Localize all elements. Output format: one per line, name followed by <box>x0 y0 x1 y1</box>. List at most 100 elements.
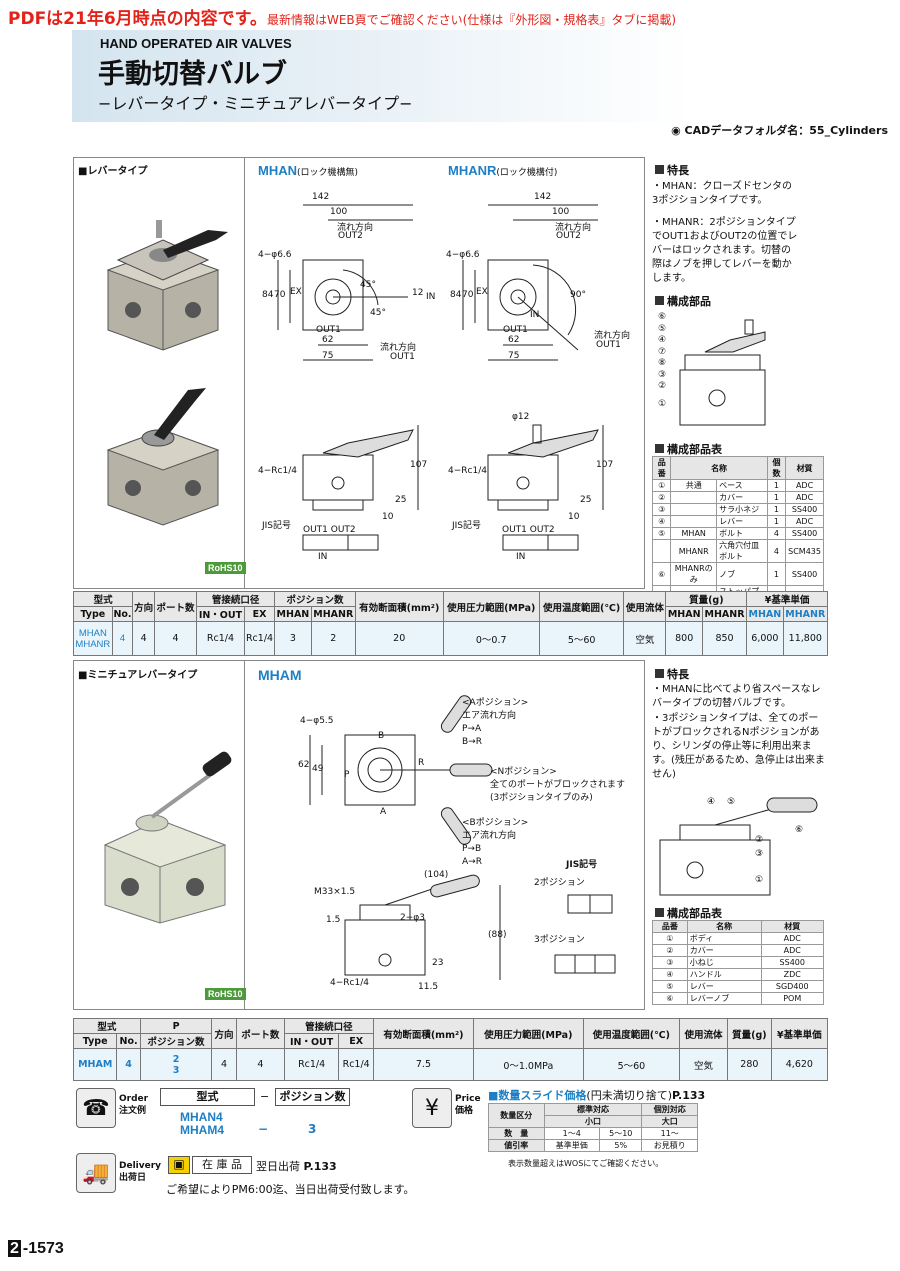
dim-70: 70 <box>274 290 286 300</box>
order-dash: − <box>260 1090 270 1103</box>
dim-75: 75 <box>322 351 334 361</box>
dim-flow1-r: 流れ方向 <box>594 331 631 341</box>
feature2-item-1: ・3ポジションタイプは、全てのポートがブロックされるNポジションがあり、シリンダ… <box>652 713 825 780</box>
delivery-note: ご希望によりPM6:00迄、当日出荷受付致します。 <box>166 1183 415 1196</box>
mham-phi: 4−φ5.5 <box>300 716 334 726</box>
jis-in-1: IN <box>318 552 328 562</box>
dim-70-r: 70 <box>462 290 474 300</box>
mham-p: P <box>344 770 350 780</box>
mham-2pos: 2ポジション <box>534 878 585 888</box>
mham-3pos: 3ポジション <box>534 935 585 945</box>
mham-15: 1.5 <box>326 915 341 925</box>
dim-phi12: φ12 <box>512 412 530 422</box>
svg-text:③: ③ <box>755 849 763 859</box>
dim-75-r: 75 <box>508 351 520 361</box>
ptable2-title: 構成部品表 <box>655 905 722 921</box>
feature1-title: 特長 <box>655 162 689 178</box>
dim-out2: OUT2 <box>338 231 363 241</box>
mham-b: B <box>378 731 385 741</box>
yen-icon: ¥ <box>412 1088 452 1128</box>
svg-text:②: ② <box>755 835 763 845</box>
page-subtitle: −レバータイプ・ミニチュアレバータイプ− <box>98 94 413 113</box>
photo-area <box>73 157 245 589</box>
mham-104: (104) <box>424 870 449 880</box>
dim-107: 107 <box>410 460 428 470</box>
dim-10-r: 10 <box>568 512 580 522</box>
delivery-next: 翌日出荷 P.133 <box>256 1160 337 1173</box>
dim-out1b-r: OUT1 <box>596 340 621 350</box>
order-pos-header: ポジション数 <box>275 1088 350 1106</box>
jis-label-1: JIS記号 <box>262 521 292 531</box>
price-footnote: 表示数量超えはWOSにてご確認ください。 <box>508 1159 664 1168</box>
parts1-drawing <box>679 319 766 426</box>
mhan-title: MHAN(ロック機構無) <box>258 163 359 178</box>
box-icon: ▣ <box>168 1156 190 1174</box>
valve-photo-3 <box>103 751 232 924</box>
dim-ex-r: EX <box>476 287 488 297</box>
mham-23: 23 <box>432 958 444 968</box>
svg-text:①: ① <box>755 875 763 885</box>
target-icon: ◉ <box>671 124 685 137</box>
dim-12: 12 <box>412 288 424 298</box>
dim-flow2: 流れ方向 <box>337 223 374 233</box>
dim-out1: OUT1 <box>316 325 341 335</box>
mham-drawings <box>309 695 616 980</box>
dim-142: 142 <box>312 192 330 202</box>
mham-phi3: 2−φ3 <box>400 913 425 923</box>
notice: PDFは21年6月時点の内容です。最新情報はWEB頁でご確認ください(仕様は『外… <box>8 9 677 29</box>
header-en: HAND OPERATED AIR VALVES <box>100 36 292 51</box>
truck-icon: 🚚 <box>76 1153 116 1193</box>
dim-in-r: IN <box>530 310 540 320</box>
mham-m33: M33×1.5 <box>314 887 356 897</box>
dim-62-r: 62 <box>508 335 520 345</box>
valve-photo-1 <box>106 220 228 351</box>
feature1-item-1: ・MHANR：2ポジションタイプでOUT1およびOUT2の位置でレバーはロックさ… <box>652 217 798 284</box>
lever-type-label: ■レバータイプ <box>78 166 148 177</box>
mham-49: 49 <box>312 764 324 774</box>
dim-rc: 4−Rc1/4 <box>258 466 297 476</box>
page-number: 2-1573 <box>8 1240 64 1257</box>
mham-title: MHAM <box>258 667 302 683</box>
mham-jis: JIS記号 <box>566 860 598 870</box>
jis-label-2: JIS記号 <box>452 521 482 531</box>
mhanr-title: MHANR(ロック機構付) <box>448 163 558 178</box>
svg-text:⑥: ⑥ <box>795 825 803 835</box>
dim-25-r: 25 <box>580 495 592 505</box>
dim-in: IN <box>426 292 436 302</box>
dim-phi: 4−φ6.6 <box>258 250 292 260</box>
mhan-drawings <box>277 204 604 551</box>
jis-out-1: OUT1 OUT2 <box>303 525 356 535</box>
dim-rc-r: 4−Rc1/4 <box>448 466 487 476</box>
spec-table-1: 型式方向ポート数管接続口径ポジション数有効断面積(mm²)使用圧力範囲(MPa)… <box>72 591 829 656</box>
mham-r: R <box>418 758 425 768</box>
dim-flow1: 流れ方向 <box>380 343 417 353</box>
ptable1-title: 構成部品表 <box>655 441 722 457</box>
order-dash-2: − <box>258 1122 269 1136</box>
photo-area-2 <box>73 660 245 1010</box>
dim-142-r: 142 <box>534 192 552 202</box>
cad-folder: ◉ CADデータフォルダ名：55_Cylinders <box>671 124 888 137</box>
svg-text:④: ④ <box>707 797 715 807</box>
order-type-header: 型式 <box>160 1088 255 1106</box>
dim-84-r: 84 <box>450 290 462 300</box>
